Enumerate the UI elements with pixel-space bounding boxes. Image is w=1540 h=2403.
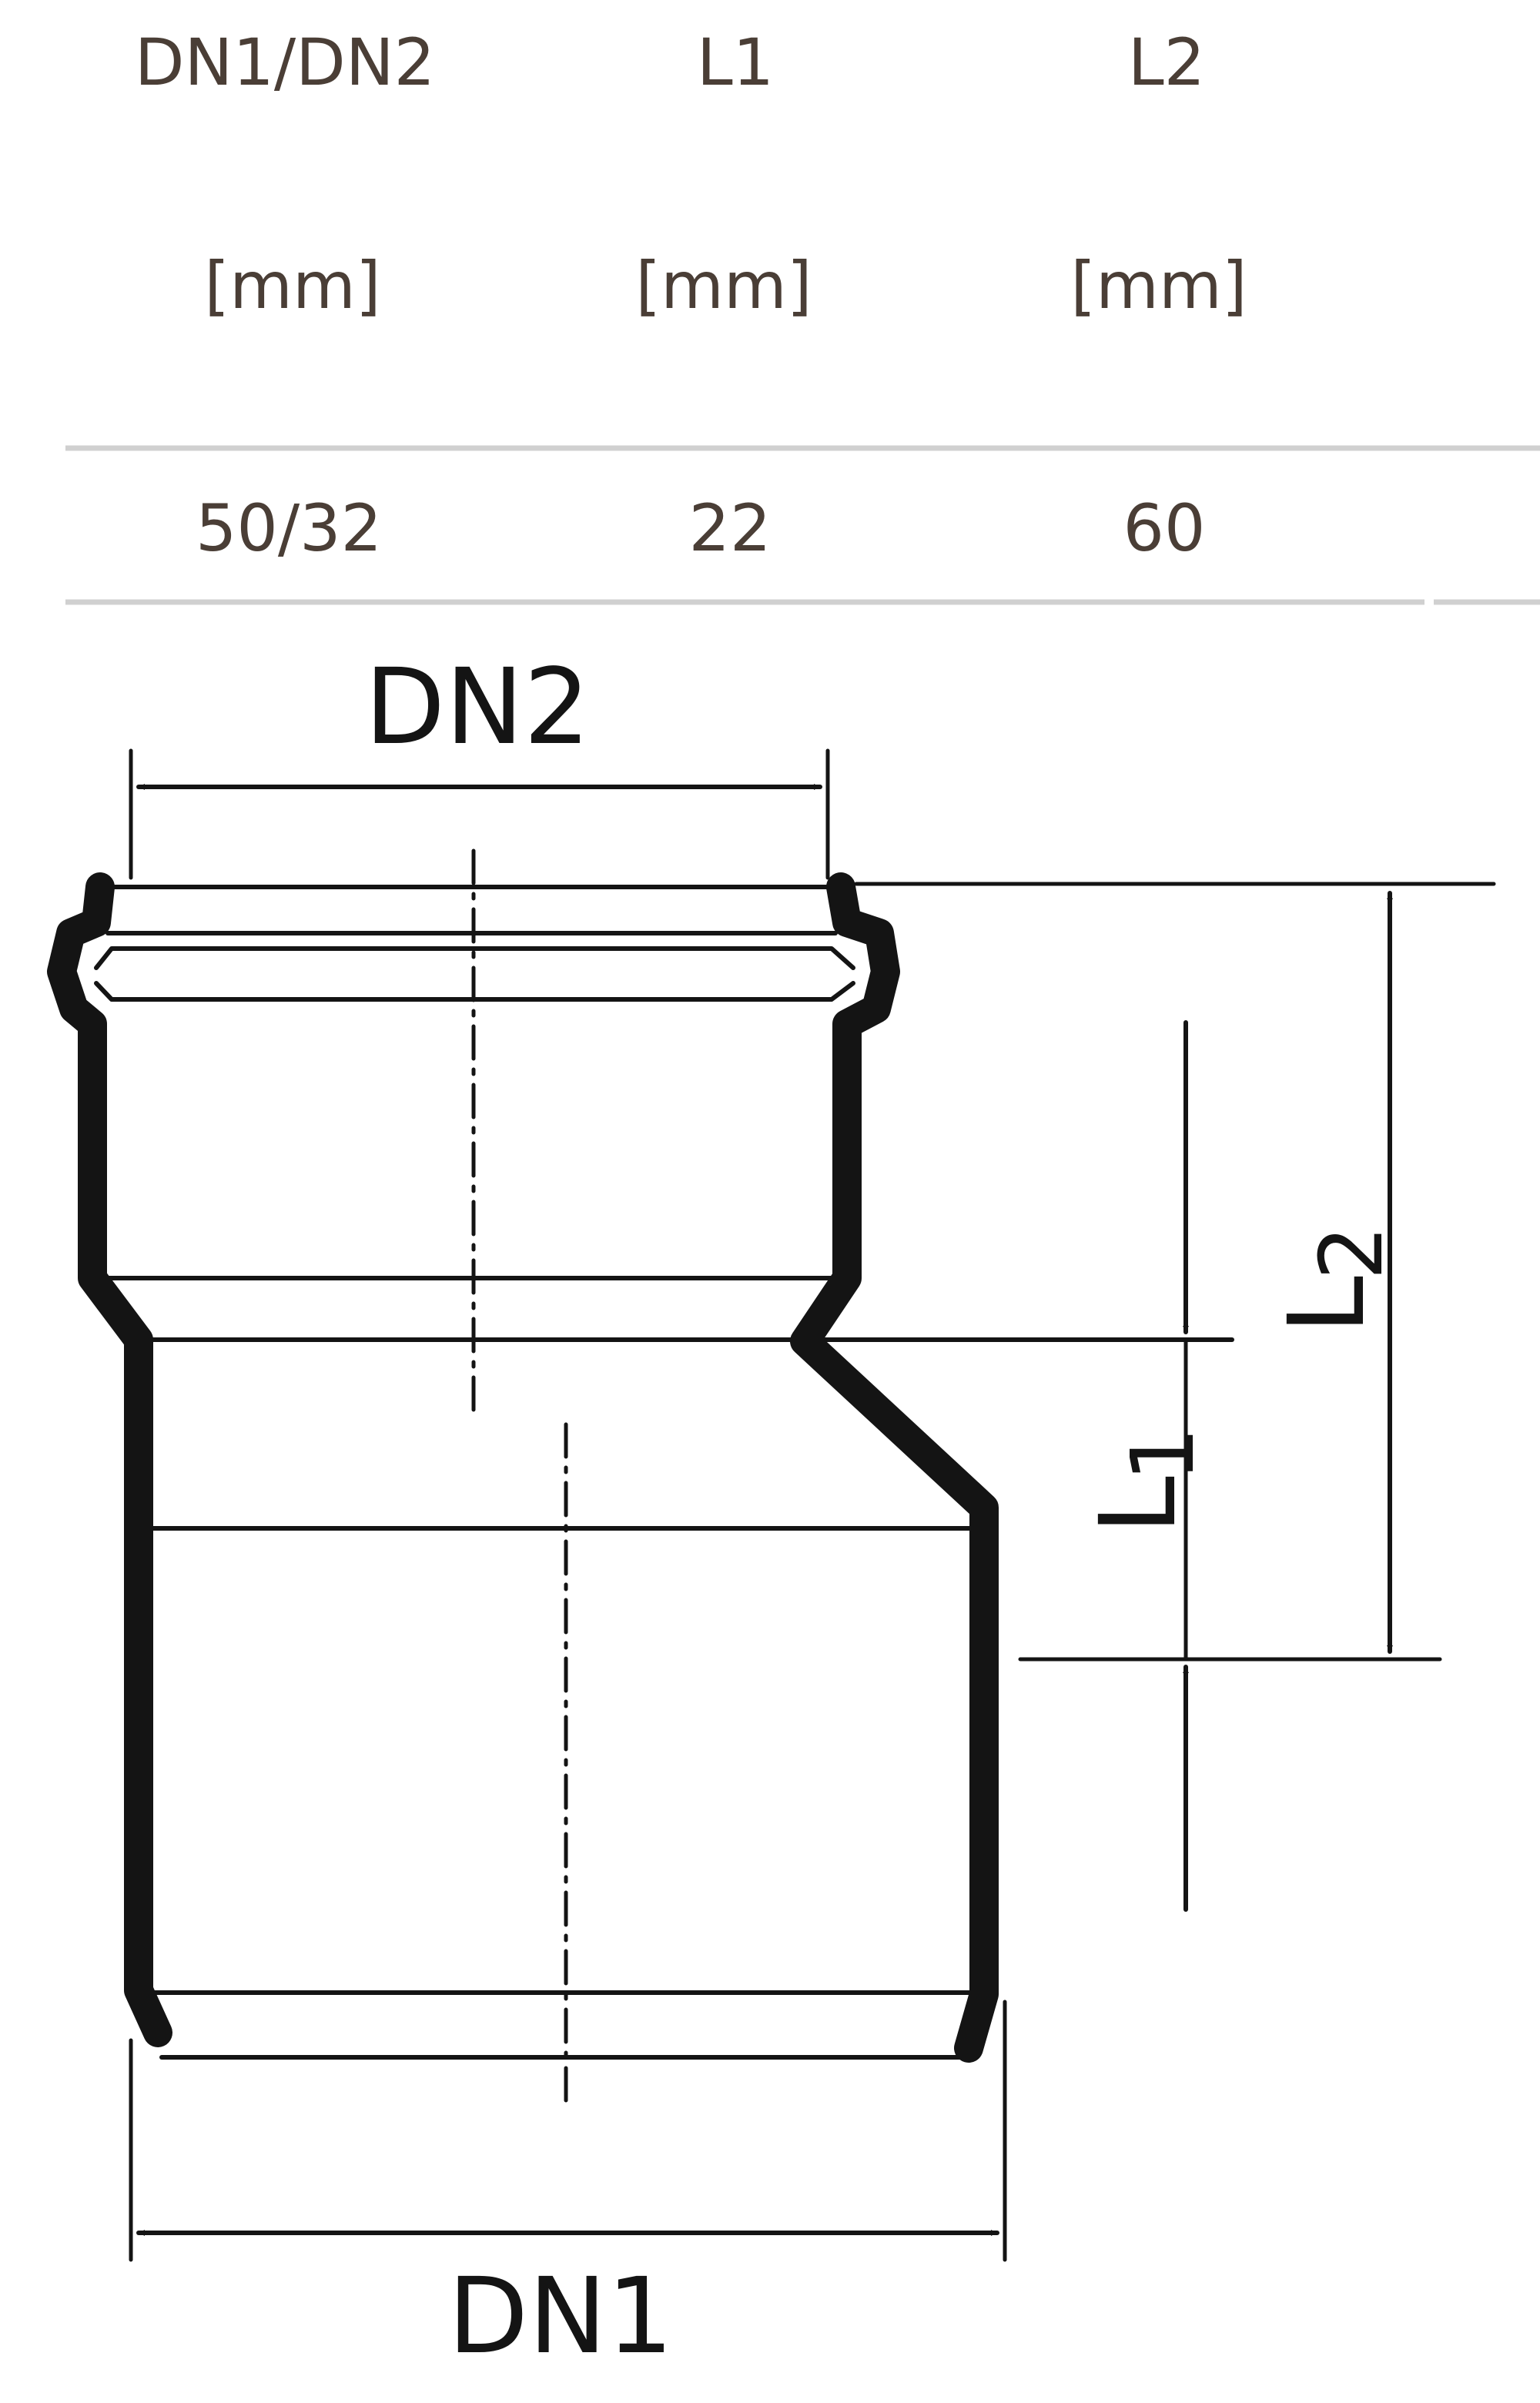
header-l1: L1 xyxy=(697,25,774,100)
header-l2: L2 xyxy=(1128,25,1205,100)
left-wall xyxy=(47,872,172,2047)
l1-label: L 1 xyxy=(1078,1427,1214,1535)
l2-label-main: L xyxy=(1267,1276,1388,1334)
dn1-label: DN1 xyxy=(448,2256,674,2378)
unit-l2: [mm] xyxy=(1070,248,1247,323)
right-wall xyxy=(790,872,999,2063)
l2-label: L 2 xyxy=(1267,1225,1402,1334)
l1-label-main: L xyxy=(1078,1476,1200,1535)
l2-label-sub: 2 xyxy=(1302,1225,1402,1280)
dimension-table: DN1/DN2 L1 L2 [mm] [mm] [mm] 50/32 22 60 xyxy=(65,25,1540,605)
seal-groove-top xyxy=(94,946,855,970)
header-dn1-dn2: DN1/DN2 xyxy=(135,25,435,100)
unit-dn1-dn2: [mm] xyxy=(204,248,380,323)
cell-dn1-dn2: 50/32 xyxy=(196,490,382,566)
cell-l2: 60 xyxy=(1123,490,1206,566)
unit-l1: [mm] xyxy=(635,248,812,323)
reducer-fitting-drawing xyxy=(47,748,1496,2262)
l1-label-sub: 1 xyxy=(1113,1427,1214,1481)
dn2-label: DN2 xyxy=(365,647,591,768)
cell-l1: 22 xyxy=(689,490,772,566)
